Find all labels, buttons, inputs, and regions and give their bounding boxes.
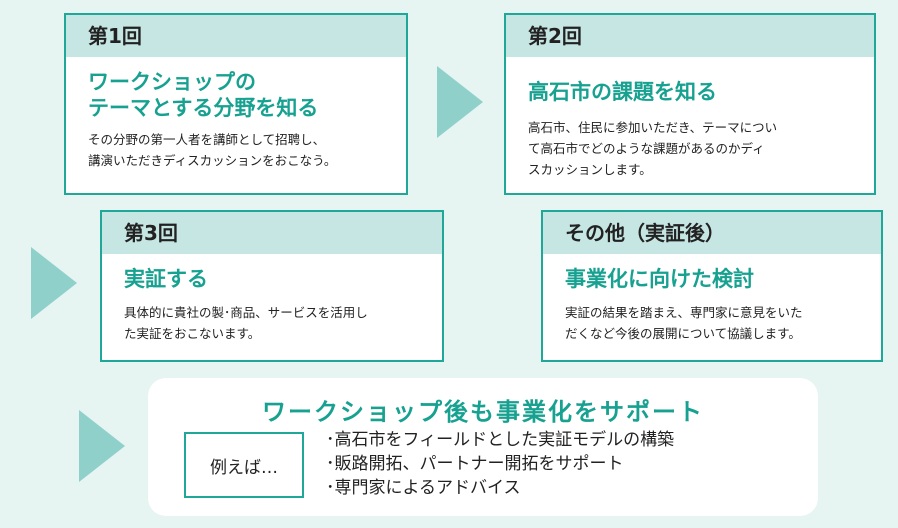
step-title: 事業化に向けた検討 xyxy=(543,266,881,292)
example-label: 例えば… xyxy=(184,432,304,498)
step-title-line: 高石市の課題を知る xyxy=(528,80,717,104)
step-description: 具体的に貴社の製･商品、サービスを活用し た実証をおこないます。 xyxy=(102,302,442,344)
support-list-item: ･販路開拓、パートナー開拓をサポート xyxy=(326,454,624,474)
step-title-line: 実証する xyxy=(124,267,208,291)
step-title-line: ワークショップの xyxy=(88,70,256,94)
step-header: 第3回 xyxy=(102,212,442,254)
step-header: 第2回 xyxy=(506,15,874,57)
step-title: 実証する xyxy=(102,266,442,292)
support-list-item: ･高石市をフィールドとした実証モデルの構築 xyxy=(326,430,675,450)
step-title-line: 事業化に向けた検討 xyxy=(565,267,754,291)
step-title: 高石市の課題を知る xyxy=(506,79,874,105)
step-header: 第1回 xyxy=(66,15,406,57)
step-description-line: 実証の結果を踏まえ、専門家に意見をいた xyxy=(565,305,803,320)
support-list: ･高石市をフィールドとした実証モデルの構築 ･販路開拓、パートナー開拓をサポート… xyxy=(326,428,674,500)
step-card-2: 第2回 高石市の課題を知る 高石市、住民に参加いただき、テーマについ て高石市で… xyxy=(504,13,876,195)
step-card-3: 第3回 実証する 具体的に貴社の製･商品、サービスを活用し た実証をおこないます… xyxy=(100,210,444,362)
step-description-line: 高石市、住民に参加いただき、テーマについ xyxy=(528,120,778,135)
support-section: ワークショップ後も事業化をサポート 例えば… ･高石市をフィールドとした実証モデ… xyxy=(148,378,818,516)
step-description: その分野の第一人者を講師として招聘し、 講演いただきディスカッションをおこなう。 xyxy=(66,129,406,171)
step-description-line: 具体的に貴社の製･商品、サービスを活用し xyxy=(124,305,368,320)
step-description-line: 講演いただきディスカッションをおこなう。 xyxy=(88,153,337,168)
step-title-line: テーマとする分野を知る xyxy=(88,96,319,120)
step-description-line: た実証をおこないます。 xyxy=(124,326,261,341)
step-description: 実証の結果を踏まえ、専門家に意見をいた だくなど今後の展開について協議します。 xyxy=(543,302,881,344)
step-card-1: 第1回 ワークショップの テーマとする分野を知る その分野の第一人者を講師として… xyxy=(64,13,408,195)
step-card-4: その他（実証後） 事業化に向けた検討 実証の結果を踏まえ、専門家に意見をいた だ… xyxy=(541,210,883,362)
step-description: 高石市、住民に参加いただき、テーマについ て高石市でどのような課題があるのかディ… xyxy=(506,117,874,180)
support-title: ワークショップ後も事業化をサポート xyxy=(262,398,704,426)
arrow-icon xyxy=(31,247,77,319)
arrow-icon xyxy=(79,410,125,482)
step-description-line: だくなど今後の展開について協議します。 xyxy=(565,326,801,341)
step-description-line: その分野の第一人者を講師として招聘し、 xyxy=(88,132,326,147)
arrow-icon xyxy=(437,66,483,138)
step-title: ワークショップの テーマとする分野を知る xyxy=(66,69,406,121)
support-list-item: ･専門家によるアドバイス xyxy=(326,478,521,498)
step-header: その他（実証後） xyxy=(543,212,881,254)
step-description-line: て高石市でどのような課題があるのかディ xyxy=(528,141,765,156)
step-description-line: スカッションします。 xyxy=(528,162,652,177)
